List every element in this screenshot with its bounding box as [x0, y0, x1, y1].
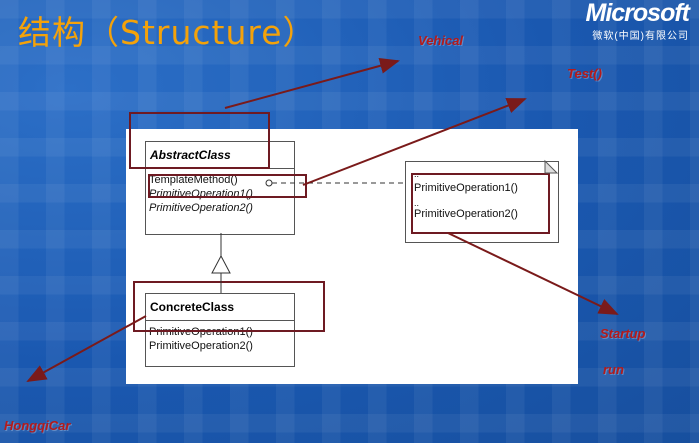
label-test: Test()	[567, 66, 602, 81]
highlight-template-method	[148, 174, 307, 198]
label-hongqicar: HongqiCar	[4, 418, 71, 433]
logo-subtitle: 微软(中国)有限公司	[592, 31, 689, 42]
note-fold-corner	[544, 159, 559, 174]
template-method-op: TemplateMethod()	[149, 174, 238, 186]
label-vehical: Vehical	[418, 33, 464, 48]
arrow-to-test	[302, 98, 527, 186]
note-line-2: PrimitiveOperation2()	[414, 208, 518, 220]
slide-title: 结构（Structure）	[18, 13, 317, 52]
arrow-to-hongqicar	[26, 315, 147, 382]
concrete-primitive-op-1: PrimitiveOperation1()	[149, 326, 253, 338]
concrete-class-operations: PrimitiveOperation1() PrimitiveOperation…	[146, 321, 294, 357]
highlight-abstract-class	[129, 112, 270, 169]
arrow-to-vehical	[224, 57, 400, 109]
label-run: run	[603, 362, 624, 377]
highlight-concrete-class	[133, 281, 325, 332]
note-dots-2: ..	[414, 198, 420, 208]
concrete-class-name: ConcreteClass	[146, 294, 294, 321]
arrow-to-startup	[447, 232, 619, 315]
concrete-primitive-op-2: PrimitiveOperation2()	[149, 340, 253, 352]
microsoft-logo: Microsoft 微软(中国)有限公司	[586, 0, 690, 42]
label-startup: Startup	[600, 326, 646, 341]
abstract-primitive-op-2: PrimitiveOperation2()	[149, 202, 253, 214]
note-line-1: PrimitiveOperation1()	[414, 182, 518, 194]
highlight-primitive-ops	[411, 173, 550, 234]
logo-name: Microsoft	[585, 0, 690, 27]
inheritance-triangle	[211, 254, 231, 274]
note-anchor-circle	[265, 179, 273, 187]
